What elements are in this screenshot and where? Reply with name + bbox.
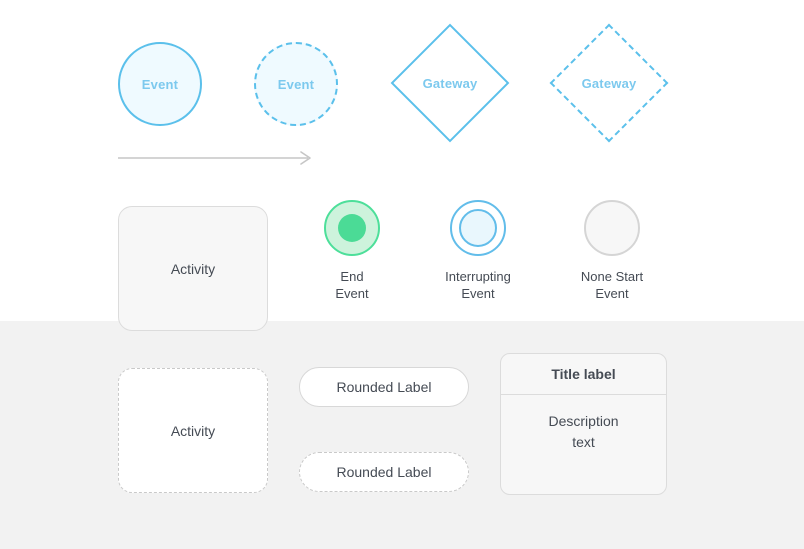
event-label: Event: [141, 76, 179, 92]
event-circle-dashed[interactable]: Event: [254, 42, 338, 126]
marker-caption: Interrupting Event: [445, 269, 511, 301]
marker-event-end[interactable]: End Event: [287, 200, 417, 302]
card-header: Title label: [501, 354, 666, 395]
gateway-label: Gateway: [581, 75, 637, 91]
marker-event-interrupting[interactable]: Interrupting Event: [413, 200, 543, 302]
event-node-solid[interactable]: Event: [118, 42, 202, 126]
end-event-inner-dot: [338, 214, 366, 242]
event-circle-solid[interactable]: Event: [118, 42, 202, 126]
gateway-label: Gateway: [422, 75, 478, 91]
marker-caption: End Event: [335, 269, 369, 301]
rounded-label-solid[interactable]: Rounded Label: [299, 367, 469, 407]
interrupting-event-inner-ring: [459, 209, 497, 247]
gateway-node-solid[interactable]: Gateway: [390, 23, 510, 143]
sequence-flow-arrow-icon: [118, 150, 314, 171]
card-description: Description text: [548, 413, 619, 450]
activity-box-dashed[interactable]: Activity: [118, 368, 268, 493]
activity-label: Activity: [170, 260, 216, 277]
rounded-label-dashed[interactable]: Rounded Label: [299, 452, 469, 492]
marker-event-none-start[interactable]: None Start Event: [547, 200, 677, 302]
card-title: Title label: [551, 366, 616, 382]
card-body: Description text: [501, 395, 666, 494]
interrupting-event-icon: [450, 200, 506, 256]
rounded-label-text: Rounded Label: [336, 464, 432, 480]
event-label: Event: [277, 76, 315, 92]
title-description-card[interactable]: Title label Description text: [500, 353, 667, 495]
rounded-label-text: Rounded Label: [336, 379, 432, 395]
activity-box-solid[interactable]: Activity: [118, 206, 268, 331]
event-node-dashed[interactable]: Event: [254, 42, 338, 126]
none-start-event-icon: [584, 200, 640, 256]
end-event-icon: [324, 200, 380, 256]
gateway-node-dashed[interactable]: Gateway: [549, 23, 669, 143]
marker-caption: None Start Event: [580, 269, 644, 301]
activity-label: Activity: [170, 422, 216, 439]
